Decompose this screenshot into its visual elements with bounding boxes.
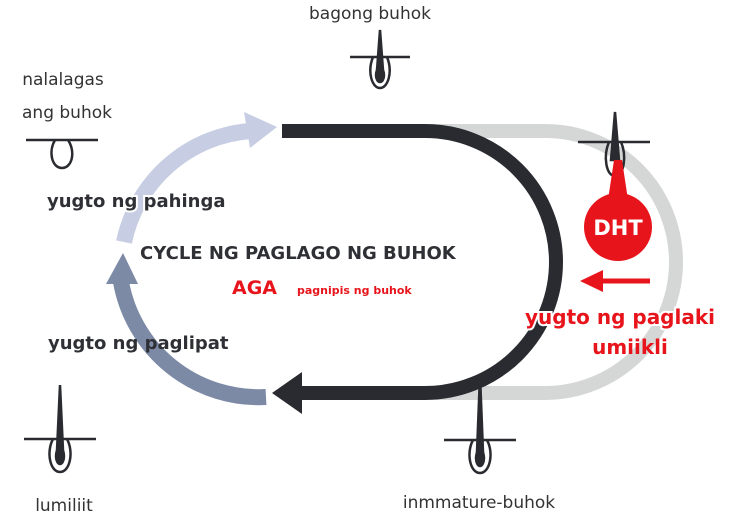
- immature-label: inmmature-buhok: [403, 493, 555, 513]
- red-arrowhead: [580, 270, 603, 292]
- aga-label: AGA: [232, 277, 277, 299]
- falling-label-2: ang buhok: [22, 103, 112, 123]
- rest-arc: [116, 123, 251, 244]
- dark-arrowhead: [272, 372, 302, 414]
- aga-detail: pagnipis ng buhok: [297, 284, 412, 297]
- growth-stage-label: yugto ng paglaki: [525, 305, 715, 329]
- transition-arrowhead: [106, 253, 138, 284]
- rest-arrowhead: [244, 112, 277, 148]
- transition-arc: [113, 280, 267, 406]
- immature-hair-follicle-icon: [444, 374, 516, 475]
- shrinking-label: lumiliit: [35, 496, 93, 516]
- shrinking-follicle-icon: [24, 384, 96, 474]
- falling-label-1: nalalagas: [22, 70, 104, 90]
- new-hair-label: bagong buhok: [309, 4, 431, 24]
- dht-drip: [608, 160, 628, 200]
- new-hair-follicle-icon: [350, 29, 410, 90]
- falling-hair-follicle-icon: [26, 138, 98, 170]
- cycle-title: CYCLE NG PAGLAGO NG BUHOK: [140, 243, 457, 264]
- dht-circle: [584, 193, 652, 261]
- rest-stage-label: yugto ng pahinga: [47, 191, 226, 212]
- transition-stage-label: yugto ng paglipat: [48, 333, 229, 354]
- dht-label: DHT: [593, 216, 643, 240]
- growth-note: umiikli: [592, 335, 668, 359]
